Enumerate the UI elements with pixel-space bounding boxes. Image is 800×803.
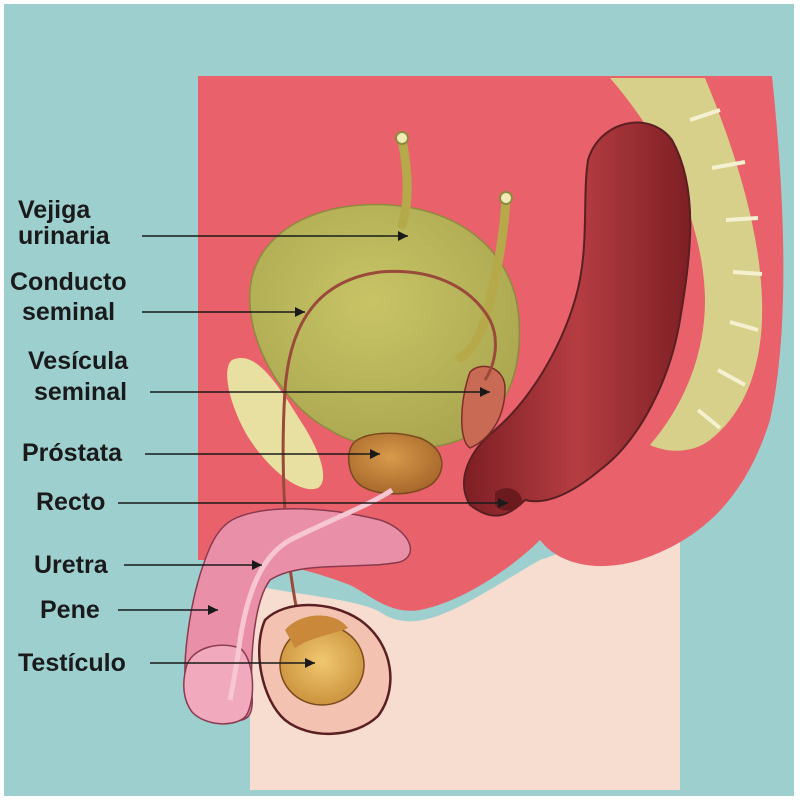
glans: [184, 645, 253, 724]
label-vejiga-line2: urinaria: [18, 222, 111, 250]
label-conducto-line2: seminal: [22, 298, 115, 326]
prostate: [349, 433, 442, 494]
label-vesicula-line2: seminal: [34, 378, 127, 406]
label-vesicula-line1: Vesícula: [28, 347, 129, 375]
label-recto: Recto: [36, 488, 105, 516]
label-testiculo: Testículo: [18, 649, 126, 677]
label-prostata: Próstata: [22, 439, 123, 467]
label-vejiga-line1: Vejiga: [18, 196, 91, 224]
label-pene: Pene: [40, 596, 100, 624]
label-uretra: Uretra: [34, 551, 109, 579]
label-conducto-line1: Conducto: [10, 268, 127, 296]
